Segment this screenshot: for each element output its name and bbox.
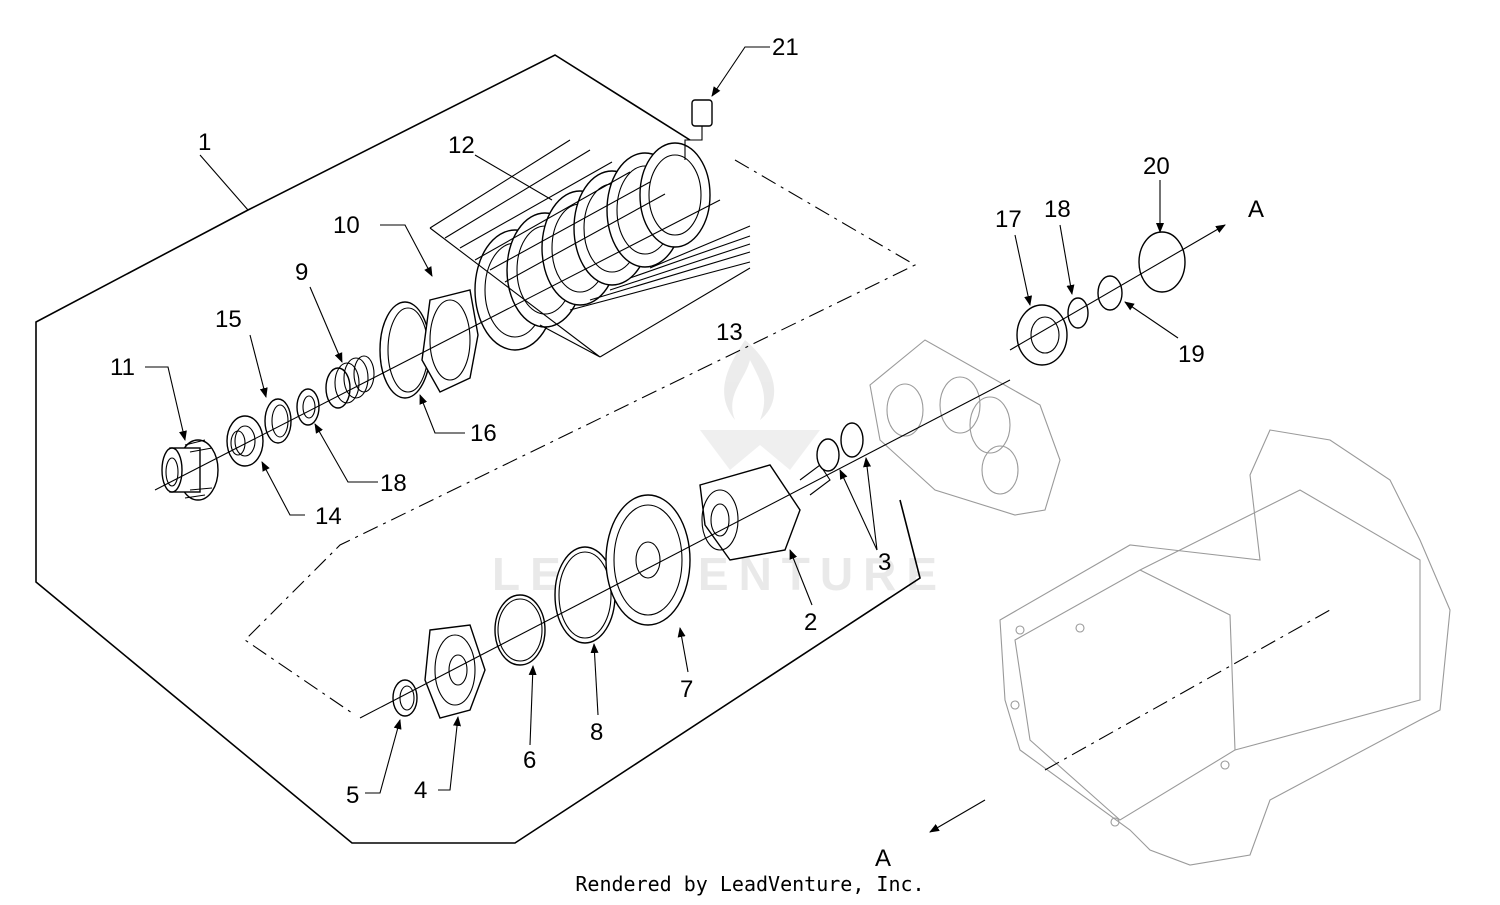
callout-13: 13 [716,319,743,346]
part-21-fitting [684,99,713,160]
callout-19: 19 [1178,341,1205,368]
clutch-disc-stack [474,142,711,351]
part-19-clip [1097,275,1123,311]
upper-alignment-line [244,159,917,716]
callout-15: 15 [215,306,242,333]
callout-4: 4 [414,777,427,804]
part-9-spring [325,355,375,409]
callout-18-right: 18 [1044,196,1071,223]
callout-14: 14 [315,503,342,530]
part-5-ring [392,679,418,717]
part-16-snap-ring [379,301,431,399]
callout-7: 7 [680,676,693,703]
part-4-plate [424,624,486,719]
axis-line-right [1009,224,1226,351]
callout-1: 1 [198,129,211,156]
callout-16: 16 [470,420,497,447]
callout-5: 5 [346,782,359,809]
axis-line-case [1044,609,1331,771]
part-10-plate [421,289,479,393]
part-2-drum [699,464,831,561]
callout-18-left: 18 [380,470,407,497]
part-7-disc [605,494,691,626]
assembly-bracket [35,54,921,844]
axis-line-lower [359,379,1011,719]
part-14-bearing [226,415,264,467]
callout-10: 10 [333,212,360,239]
callout-12: 12 [448,132,475,159]
callout-6: 6 [523,747,536,774]
leader-lines [145,46,1179,794]
callout-21: 21 [772,34,799,61]
callout-3: 3 [878,549,891,576]
part-15-ring [264,398,292,444]
part-3-rings [816,422,864,472]
housing-cover [869,339,1061,516]
part-6-ring [494,594,546,666]
footer-credit: Rendered by LeadVenture, Inc. [575,872,925,896]
section-ref-a-bottom: A [875,845,891,872]
callout-20: 20 [1143,153,1170,180]
section-ref-a-top: A [1248,196,1264,223]
transmission-case [999,429,1451,866]
callout-17: 17 [995,206,1022,233]
callout-11: 11 [110,354,135,381]
leader-lattice-12-13 [429,139,751,358]
axis-a-bottom [929,799,986,833]
part-18-washer-right [1067,297,1089,329]
part-11-hub [161,439,219,501]
callout-8: 8 [590,719,603,746]
axis-line-upper [154,199,721,491]
part-17-bearing [1016,304,1068,366]
callout-9: 9 [295,259,308,286]
part-18-washer-left [296,388,320,426]
callout-2: 2 [804,609,817,636]
